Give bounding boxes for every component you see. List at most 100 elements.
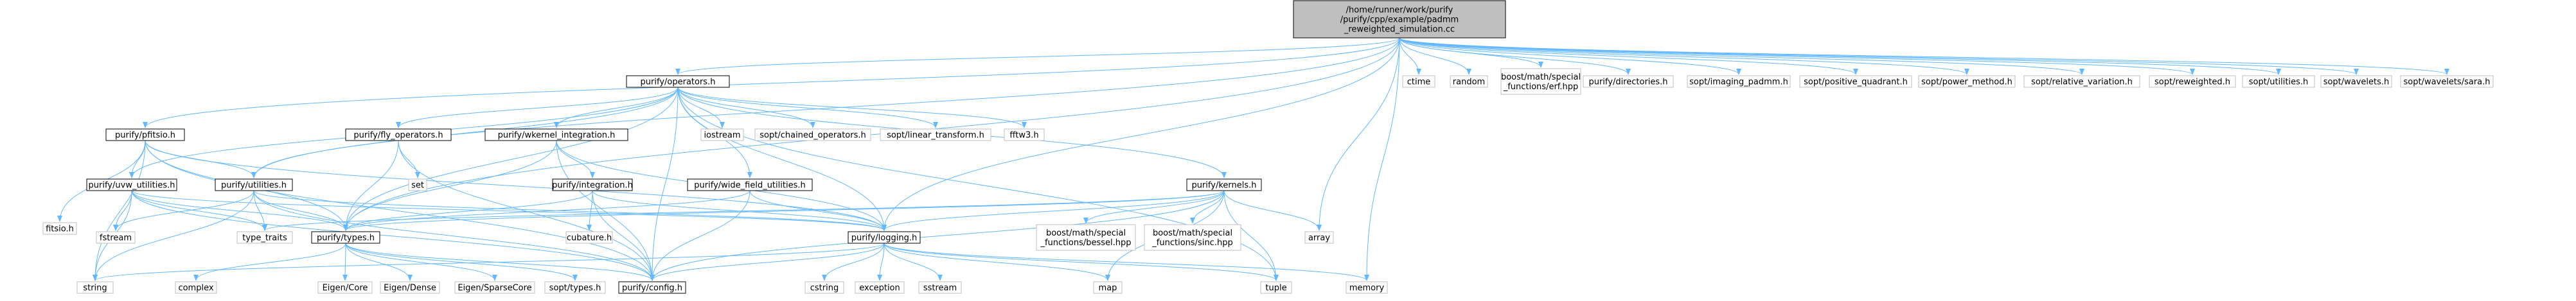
node-box [1304, 231, 1334, 244]
node-eigen-core: Eigen/Core [317, 281, 373, 294]
node-label: Eigen/SparseCore [457, 284, 531, 293]
node-label: random [1453, 78, 1485, 87]
node-fitsio: fitsio.h [42, 222, 77, 235]
node-label: purify/config.h [622, 284, 682, 293]
node-box [1346, 281, 1388, 294]
node-label: purify/directories.h [1588, 78, 1667, 87]
edge-operators-to-chained_operators [677, 87, 815, 128]
edge-root-to-power_method [1399, 37, 1969, 75]
edge-kernels-to-array [1223, 190, 1322, 231]
edge-wide_field_utilities-to-types [343, 190, 751, 231]
node-label: _reweighted_simulation.cc [1344, 25, 1455, 35]
node-box [1186, 178, 1262, 191]
edge-logging-to-map [884, 243, 1110, 281]
node-logging[interactable]: purify/logging.h [848, 231, 921, 244]
node-label: memory [1349, 284, 1385, 293]
node-integration[interactable]: purify/integration.h [552, 178, 633, 191]
node-map: map [1093, 281, 1123, 294]
node-box [918, 281, 962, 294]
edge-types-to-sopt_types [345, 243, 578, 281]
edge-utilities-to-config [253, 190, 655, 281]
edge-integration-to-cubature [587, 190, 593, 231]
node-label: exception [859, 284, 900, 293]
node-label: sopt/positive_quadrant.h [1804, 78, 1908, 87]
edge-kernels-to-bessel [1083, 190, 1225, 224]
node-label: purify/operators.h [641, 78, 716, 87]
edge-operators-to-types [343, 87, 679, 231]
node-label: array [1308, 234, 1330, 243]
node-box [1687, 75, 1791, 88]
node-label: purify/utilities.h [221, 181, 287, 191]
node-box [804, 281, 844, 294]
node-pfitsio[interactable]: purify/pfitsio.h [105, 128, 185, 141]
node-label: set [411, 181, 424, 191]
node-label: _functions/bessel.hpp [1040, 238, 1131, 248]
edge-wkernel_integration-to-integration [556, 140, 595, 178]
edge-root-to-array [1317, 37, 1400, 231]
node-complex: complex [175, 281, 217, 294]
node-utilities[interactable]: purify/utilities.h [215, 178, 293, 191]
node-box [1583, 75, 1674, 88]
edge-types-to-eigen_sparsecore [345, 243, 497, 281]
edge-utilities-to-type_traits [253, 190, 267, 231]
node-label: purify/kernels.h [1191, 181, 1256, 191]
node-config[interactable]: purify/config.h [618, 281, 686, 294]
node-box [215, 178, 293, 191]
node-box [2320, 75, 2392, 88]
edge-utilities-to-string [93, 190, 254, 281]
node-uvw-utilities[interactable]: purify/uvw_utilities.h [86, 178, 177, 191]
node-box [2149, 75, 2236, 88]
edge-operators-to-logging [677, 87, 887, 231]
node-box [236, 231, 293, 244]
node-set: set [408, 178, 427, 191]
edge-root-to-imaging_padmm [1399, 37, 1741, 75]
node-label: /home/runner/work/purify [1346, 6, 1453, 15]
node-wkernel-integration[interactable]: purify/wkernel_integration.h [484, 128, 628, 141]
edge-logging-to-config [650, 243, 885, 281]
edge-kernels-to-config [650, 190, 1225, 281]
edge-fly_operators-to-set [398, 140, 420, 178]
edge-pfitsio-to-config [145, 140, 655, 281]
node-label: ctime [1407, 78, 1431, 87]
node-power-method: sopt/power_method.h [1918, 75, 2016, 88]
edge-root-to-sara [1399, 37, 2449, 75]
node-box [76, 281, 114, 294]
node-box [2023, 75, 2140, 88]
node-box [618, 281, 686, 294]
edge-utilities-to-fstream [113, 190, 254, 231]
node-fly-operators[interactable]: purify/fly_operators.h [345, 128, 452, 141]
node-box [544, 281, 606, 294]
node-root[interactable]: /home/runner/work/purify/purify/cpp/exam… [1293, 0, 1506, 39]
node-label: sopt/wavelets.h [2323, 78, 2390, 87]
node-array: array [1304, 231, 1334, 244]
edge-operators-to-iostream [677, 87, 725, 128]
node-types[interactable]: purify/types.h [311, 231, 380, 244]
edge-uvw_utilities-to-type_traits [131, 190, 267, 231]
edge-root-to-operators [675, 37, 1400, 75]
node-label: purify/wkernel_integration.h [498, 131, 616, 141]
edge-integration-to-logging [592, 190, 887, 231]
node-box [345, 128, 452, 141]
node-sara: sopt/wavelets/sara.h [2400, 75, 2494, 88]
node-label: cstring [810, 284, 839, 293]
node-box [1260, 281, 1292, 294]
node-erf: boost/math/special_functions/erf.hpp [1500, 68, 1581, 95]
edge-logging-to-exception [877, 243, 885, 281]
edge-kernels-to-type_traits [262, 190, 1225, 231]
node-label: map [1099, 284, 1117, 293]
edge-types-to-complex [193, 243, 346, 281]
node-box [105, 128, 185, 141]
node-kernels[interactable]: purify/kernels.h [1186, 178, 1262, 191]
edge-utilities-to-types [253, 190, 348, 231]
node-wide-field-utilities[interactable]: purify/wide_field_utilities.h [687, 178, 813, 191]
edge-operators-to-utilities [251, 87, 679, 178]
node-label: boost/math/special [1046, 228, 1126, 238]
node-box [1004, 128, 1045, 141]
edge-root-to-memory [1364, 37, 1400, 281]
edge-root-to-wavelets [1399, 37, 2359, 75]
node-label: sopt/reweighted.h [2154, 78, 2230, 87]
node-label: iostream [704, 131, 740, 141]
node-operators[interactable]: purify/operators.h [626, 75, 730, 88]
edge-kernels-to-types [343, 190, 1225, 231]
